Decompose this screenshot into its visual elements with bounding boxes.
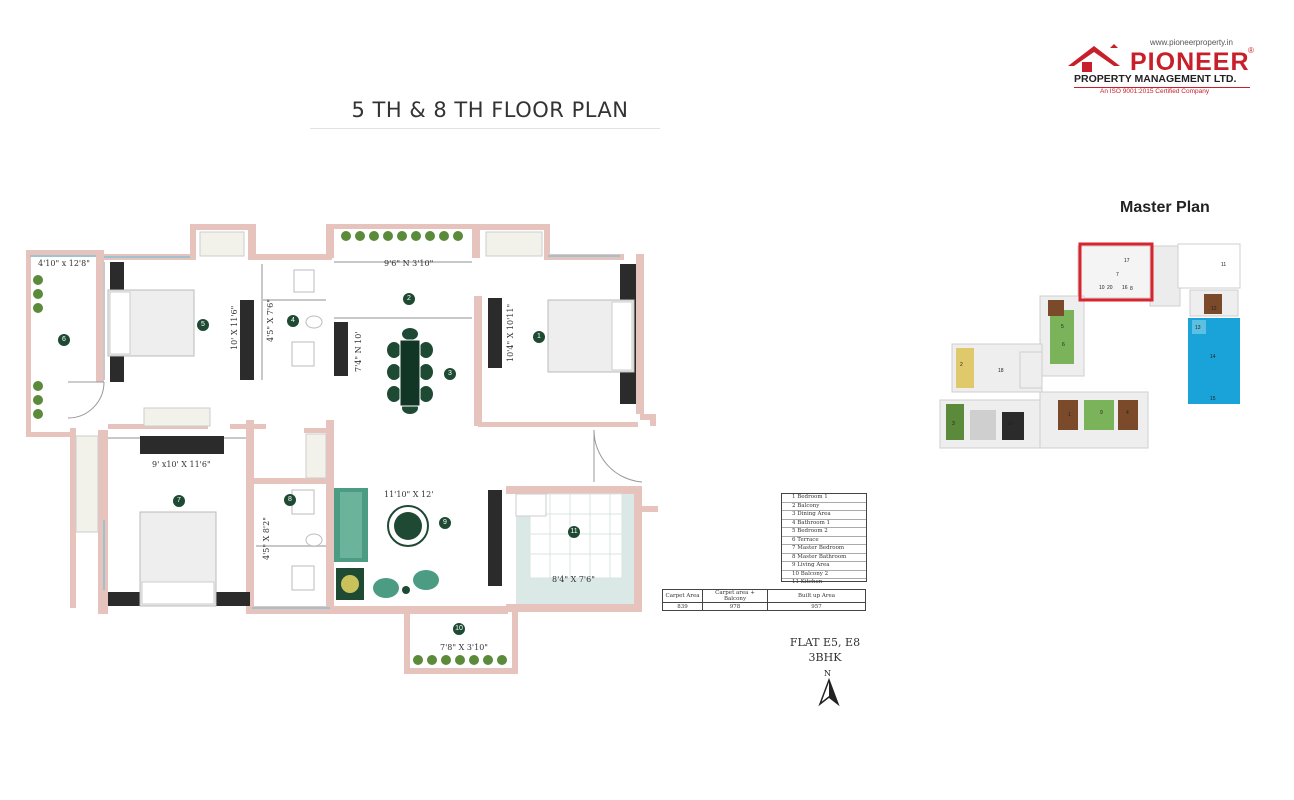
mp-label: 1 — [1068, 412, 1071, 418]
doors — [67, 381, 643, 483]
windows — [30, 255, 620, 609]
bathroom1-dimension: 4'5" X 7'6" — [266, 299, 275, 342]
logo-subtitle: PROPERTY MANAGEMENT LTD. — [1074, 73, 1237, 85]
logo-url[interactable]: www.pioneerproperty.in — [1150, 38, 1234, 47]
mp-label: 10 — [1099, 285, 1105, 291]
living-furniture — [334, 488, 439, 600]
mp-label: 15 — [1210, 396, 1216, 402]
legend-item: 1 Bedroom 1 — [782, 494, 866, 503]
legend-item: 8 Master Bathroom — [782, 554, 866, 562]
room-marker-dining: 3 — [444, 368, 456, 380]
mp-label: 14 — [1210, 354, 1216, 360]
mp-label: 6 — [1062, 342, 1065, 348]
mp-label: 2 — [960, 362, 963, 368]
room-marker-bedroom1: 1 — [533, 331, 545, 343]
terrace-dimension: 4'10" x 12'8" — [38, 259, 90, 268]
logo — [1064, 34, 1254, 96]
mp-label: 3 — [952, 421, 955, 427]
logo-tagline: An ISO 9001:2015 Certified Company — [1100, 88, 1210, 95]
mp-label: 4 — [1126, 410, 1129, 416]
legend-item: 3 Dining Area — [782, 511, 866, 520]
legend-item: 10 Balcony 2 — [782, 571, 866, 579]
room-marker-master-bedroom: 7 — [173, 495, 185, 507]
master-bathroom-dimension: 4'5" X 8'2" — [262, 517, 271, 560]
mp-label: 5 — [1061, 324, 1064, 330]
legend-item: 5 Bedroom 2 — [782, 528, 866, 537]
page-title: 5 TH & 8 TH FLOOR PLAN — [351, 98, 629, 122]
flat-number: FLAT E5, E8 — [789, 636, 861, 649]
house-logo-icon — [1068, 44, 1120, 72]
table-header-cell: Built up Area — [767, 589, 866, 603]
legend-item: 4 Bathroom 1 — [782, 520, 866, 528]
room-marker-bathroom1: 4 — [287, 315, 299, 327]
legend-item: 7 Master Bedroom — [782, 545, 866, 554]
mp-label: 11 — [1221, 262, 1227, 268]
room-marker-bedroom3: 5 — [197, 319, 209, 331]
mp-label: 12 — [1211, 306, 1217, 312]
mp-label: 20 — [1107, 285, 1113, 291]
room-marker-balcony1: 2 — [403, 293, 415, 305]
table-cell: 957 — [767, 602, 866, 611]
legend-item: 2 Balcony — [782, 503, 866, 511]
area-table: Carpet Area Carpet area + Balcony Built … — [662, 589, 866, 611]
room-marker-kitchen: 11 — [568, 526, 580, 538]
north-label: N — [824, 669, 831, 678]
master-plan-map — [939, 242, 1241, 449]
walls — [26, 224, 658, 674]
bedroom3-dimension: 10' X 11'6" — [230, 305, 239, 350]
table-header-row: Carpet Area Carpet area + Balcony Built … — [662, 589, 866, 603]
room-marker-living: 9 — [439, 517, 451, 529]
mp-label: 9 — [1100, 410, 1103, 416]
kitchen — [515, 493, 634, 604]
room-marker-terrace: 6 — [58, 334, 70, 346]
room-marker-master-bathroom: 8 — [284, 494, 296, 506]
table-cell: 839 — [662, 602, 703, 611]
logo-registered: ® — [1248, 46, 1254, 55]
master-bedroom-dimension: 9' x10' X 11'6" — [152, 460, 211, 469]
room-marker-balcony2: 10 — [453, 623, 465, 635]
dining-dimension: 7'4" N 10' — [354, 331, 363, 372]
mp-label: 8 — [1130, 286, 1133, 292]
master-plan-title: Master Plan — [1120, 199, 1210, 216]
flat-type: 3BHK — [808, 651, 842, 664]
legend-item: 11 Kitchen — [792, 579, 823, 585]
beds — [107, 289, 635, 607]
mp-label: 17 — [1124, 258, 1130, 264]
bedroom1-dimension: 10'4" X 10'11" — [506, 303, 515, 362]
legend-item: 9 Living Area — [782, 562, 866, 571]
logo-name: PIONEER — [1130, 48, 1250, 76]
plants — [33, 231, 507, 665]
living-dimension: 11'10" X 12' — [384, 490, 434, 499]
table-row: 839 978 957 — [662, 602, 866, 611]
table-cell: 978 — [702, 602, 768, 611]
dining-set — [387, 328, 433, 414]
table-header-cell: Carpet Area — [662, 589, 703, 603]
mp-label: 16 — [1122, 285, 1128, 291]
logo-underline — [1074, 87, 1250, 88]
balcony2-dimension: 7'8" X 3'10" — [440, 643, 488, 652]
mp-label: 19 — [1007, 421, 1013, 427]
mp-label: 13 — [1195, 325, 1201, 331]
title-divider — [310, 128, 660, 129]
balcony1-dimension: 9'6" N 3'10" — [384, 259, 434, 268]
mp-label: 18 — [998, 368, 1004, 374]
mp-label: 7 — [1116, 272, 1119, 278]
room-legend: 1 Bedroom 1 2 Balcony 3 Dining Area 4 Ba… — [781, 493, 867, 585]
bathroom-fixtures — [291, 269, 323, 591]
north-arrow-icon — [818, 677, 840, 707]
railings — [75, 231, 543, 533]
table-header-cell: Carpet area + Balcony — [702, 589, 768, 603]
legend-item: 6 Terrace — [782, 537, 866, 545]
kitchen-dimension: 8'4" X 7'6" — [552, 575, 595, 584]
